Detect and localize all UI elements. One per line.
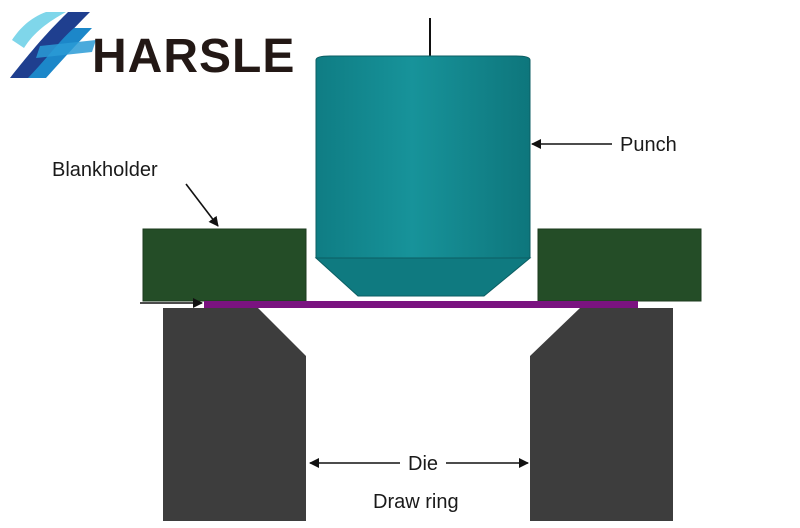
sheet-blank	[204, 301, 638, 308]
blankholder-label-arrow	[185, 183, 219, 227]
die-label: Die	[408, 453, 438, 475]
die-left	[163, 308, 306, 521]
punch	[314, 55, 532, 297]
draw-ring-label: Draw ring	[373, 491, 459, 513]
blankholder-right	[537, 228, 702, 302]
harsle-logo-mark	[10, 12, 96, 78]
die-right	[530, 308, 673, 521]
punch-label: Punch	[620, 134, 677, 156]
blankholder-label: Blankholder	[52, 159, 158, 181]
blankholder-left	[142, 228, 307, 302]
harsle-logo-text: HARSLE	[92, 30, 295, 83]
punch-nose	[314, 257, 532, 297]
